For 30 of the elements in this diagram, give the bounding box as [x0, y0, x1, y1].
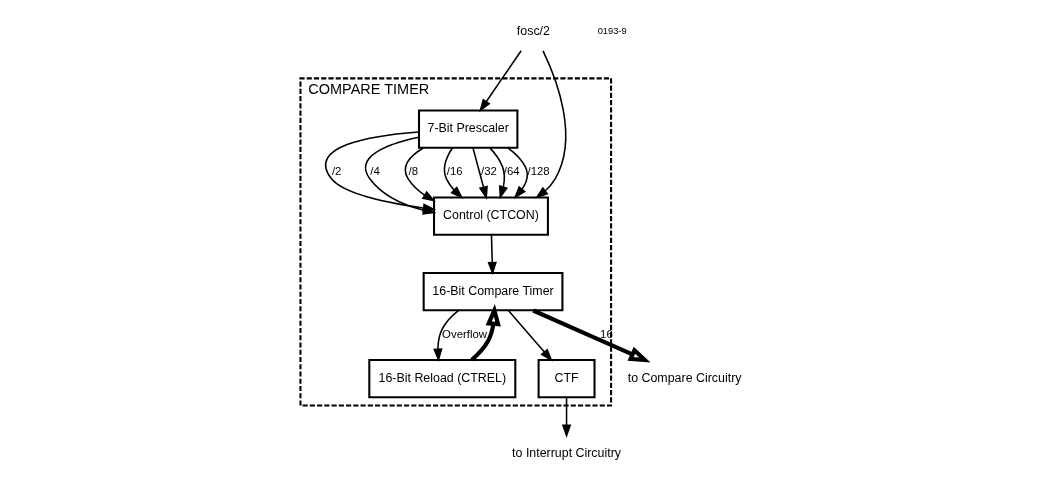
- arrow: [478, 49, 522, 112]
- node-box: 16-Bit Reload (CTREL): [367, 358, 516, 398]
- edge-label: /128: [527, 164, 550, 177]
- arrow: [561, 396, 571, 438]
- arrow: [488, 146, 508, 199]
- edge-label: Overflow: [441, 327, 487, 340]
- edge-label: /32: [480, 164, 497, 177]
- edge-label: /4: [369, 164, 380, 177]
- node-text: fosc/2: [516, 23, 550, 38]
- arrow: [443, 146, 463, 199]
- edge-label: /2: [331, 164, 341, 177]
- edge-label: /64: [503, 164, 520, 177]
- arrow: [487, 233, 497, 275]
- node-text: to Interrupt Circuitry: [511, 445, 621, 460]
- arrow: [432, 309, 459, 362]
- arrow: [507, 309, 553, 362]
- arrow: [534, 49, 567, 199]
- node-box: CTF: [537, 358, 596, 398]
- arrow: [506, 146, 528, 199]
- arrow: [471, 146, 488, 200]
- edge-label: /8: [408, 164, 418, 177]
- arrow: [403, 146, 436, 202]
- label: 0193-9: [597, 25, 627, 36]
- arrow: [469, 303, 501, 361]
- edge-label: /16: [446, 164, 463, 177]
- node-text: to Compare Circuitry: [627, 370, 741, 385]
- node-box: 16-Bit Compare Timer: [422, 271, 563, 311]
- node-box: Control (CTCON): [432, 195, 549, 236]
- node-box: 7-Bit Prescaler: [417, 108, 518, 149]
- arrow: [531, 308, 651, 362]
